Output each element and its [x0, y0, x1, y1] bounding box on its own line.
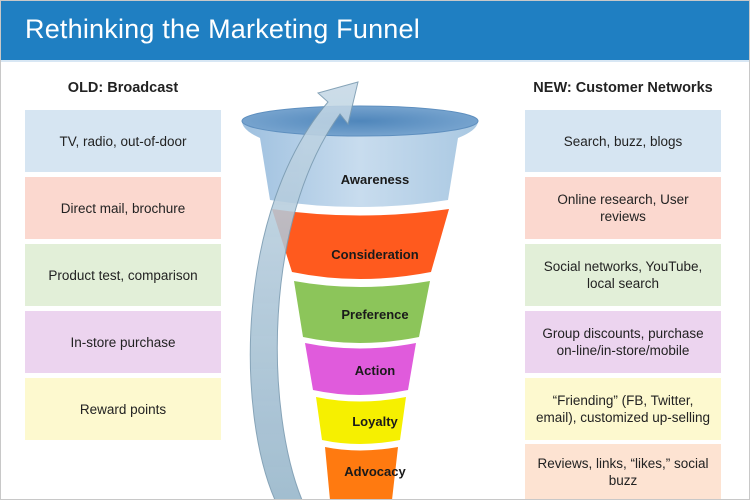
new-item-label: Online research, User reviews: [557, 192, 689, 224]
old-item-label: Direct mail, brochure: [60, 200, 186, 216]
new-item-label: Social networks, YouTube, local search: [543, 259, 703, 291]
funnel-stage-loyalty: [316, 397, 406, 444]
new-networks-title: NEW: Customer Networks: [533, 80, 713, 96]
old-broadcast-title: OLD: Broadcast: [67, 80, 179, 96]
old-item-label: Product test, comparison: [48, 267, 198, 283]
new-item-advocacy: Reviews, links, “likes,” social buzz: [525, 444, 721, 500]
old-item-label: In-store purchase: [70, 334, 176, 350]
old-item-label: TV, radio, out-of-door: [59, 133, 187, 149]
funnel-stage-consideration: [272, 209, 449, 279]
cycle-arrow-icon: [249, 81, 359, 500]
old-item-consideration: Direct mail, brochure: [25, 177, 221, 239]
new-item-loyalty: “Friending” (FB, Twitter, email), custom…: [525, 378, 721, 440]
new-item-label: Search, buzz, blogs: [563, 133, 683, 149]
old-item-preference: Product test, comparison: [25, 244, 221, 306]
stage-label-consideration: Consideration: [331, 247, 418, 262]
page-title: Rethinking the Marketing Funnel: [25, 14, 420, 44]
new-item-label: Group discounts, purchase on-line/in-sto…: [542, 326, 704, 358]
funnel-stage-preference: [294, 281, 430, 343]
old-item-awareness: TV, radio, out-of-door: [25, 110, 221, 172]
new-item-label: Reviews, links, “likes,” social buzz: [537, 456, 709, 488]
stage-label-action: Action: [355, 363, 396, 378]
stage-label-awareness: Awareness: [341, 172, 409, 187]
header-bar: Rethinking the Marketing Funnel: [0, 0, 750, 60]
header-divider: [0, 60, 750, 62]
funnel-rim: [241, 105, 479, 137]
stage-label-advocacy: Advocacy: [344, 464, 406, 479]
new-item-action: Group discounts, purchase on-line/in-sto…: [525, 311, 721, 373]
old-item-label: Reward points: [79, 401, 167, 417]
old-item-action: In-store purchase: [25, 311, 221, 373]
new-item-awareness: Search, buzz, blogs: [525, 110, 721, 172]
funnel-stage-action: [305, 343, 416, 395]
stage-label-preference: Preference: [341, 307, 408, 322]
new-item-preference: Social networks, YouTube, local search: [525, 244, 721, 306]
stage-label-loyalty: Loyalty: [352, 414, 398, 429]
new-item-label: “Friending” (FB, Twitter, email), custom…: [535, 393, 711, 425]
old-item-loyalty: Reward points: [25, 378, 221, 440]
new-item-consideration: Online research, User reviews: [525, 177, 721, 239]
funnel-stage-advocacy: [325, 447, 398, 500]
